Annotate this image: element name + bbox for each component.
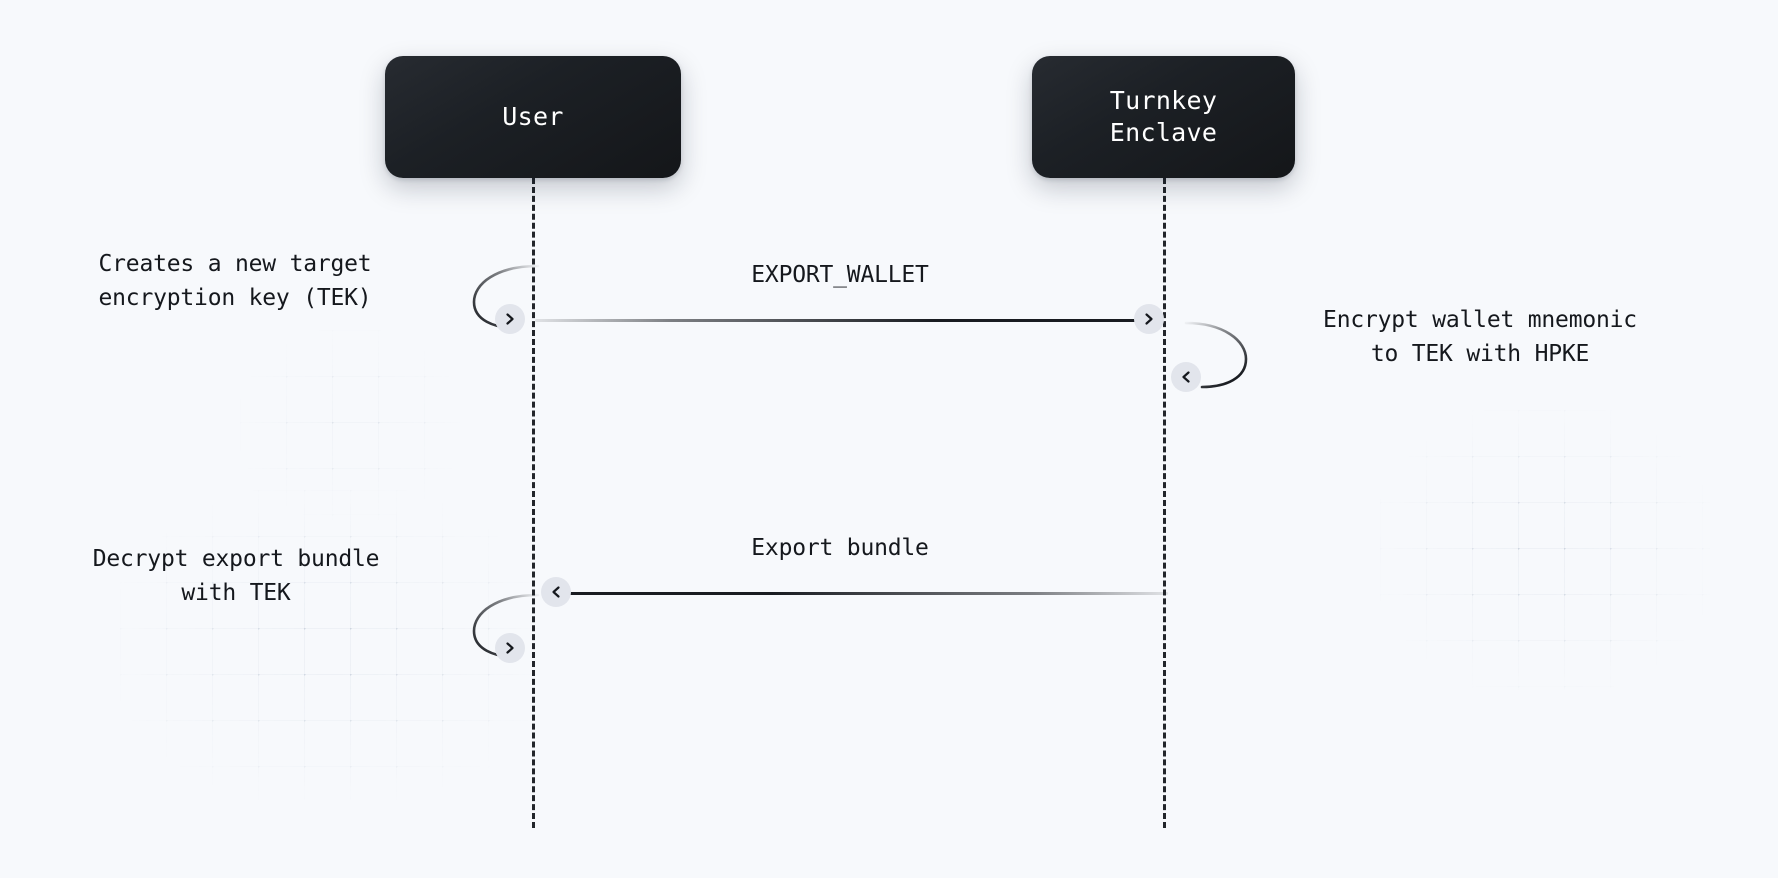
lifeline-enclave [1163,178,1166,828]
message-label-export-bundle: Export bundle [751,535,929,561]
note-encrypt-wallet-mnemonic: Encrypt wallet mnemonic to TEK with HPKE [1323,307,1637,368]
note-creates-target-encryption-key: Creates a new target encryption key (TEK… [98,251,372,312]
chevron-right-icon [495,304,525,334]
decorative-dot-grid-left-upper [240,330,460,520]
decorative-dot-grid-left-lower [120,490,540,800]
decorative-dot-grid-right [1380,410,1710,690]
chevron-right-icon [495,633,525,663]
message-label-export-wallet: EXPORT_WALLET [751,262,929,288]
message-line-export-bundle [558,592,1168,595]
chevron-right-icon [1134,304,1164,334]
actor-box-user[interactable]: User [385,56,681,178]
lifeline-user [532,178,535,828]
message-line-export-wallet [535,319,1150,322]
actor-box-turnkey-enclave[interactable]: Turnkey Enclave [1032,56,1295,178]
chevron-left-icon [1171,362,1201,392]
chevron-left-icon [541,577,571,607]
note-decrypt-export-bundle: Decrypt export bundle with TEK [92,546,380,607]
